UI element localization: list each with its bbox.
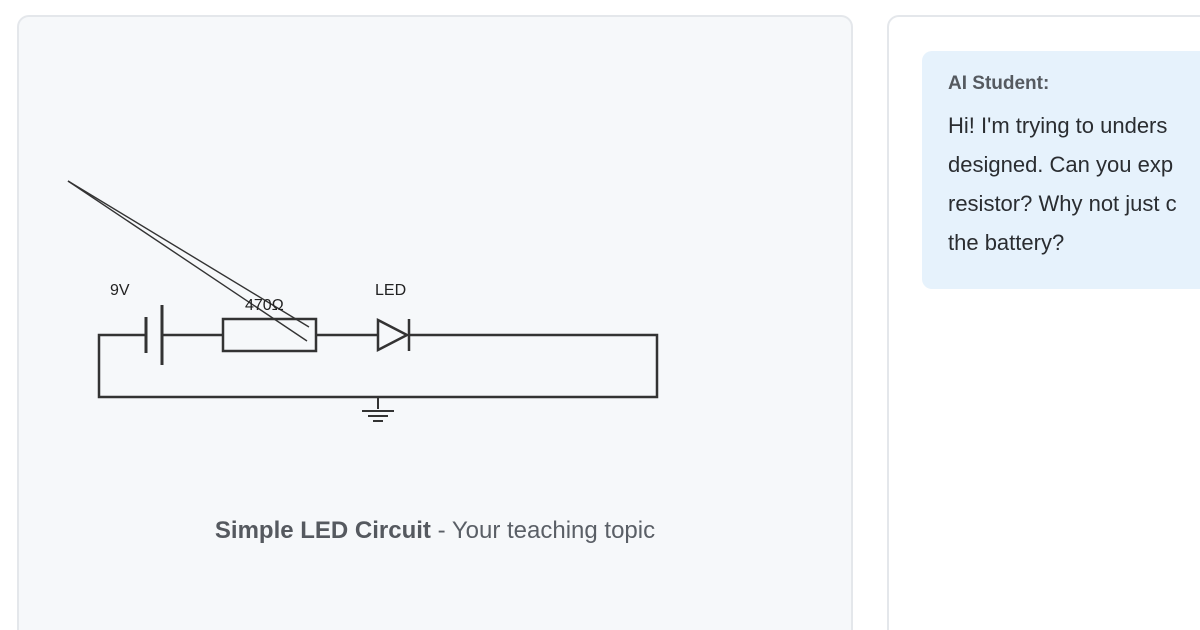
ai-student-message: AI Student: Hi! I'm trying to unders des…: [922, 51, 1200, 289]
message-text: Hi! I'm trying to unders designed. Can y…: [948, 106, 1200, 262]
battery-symbol: [144, 305, 164, 365]
resistor-label: 470Ω: [245, 297, 284, 314]
diagram-panel: 9V 470Ω LED Simple LED Circuit - Your te…: [17, 15, 853, 630]
annotation-line: [67, 180, 308, 342]
caption-separator: -: [430, 517, 452, 544]
led-symbol: [376, 317, 411, 353]
message-sender: AI Student:: [948, 73, 1050, 94]
message-line: Hi! I'm trying to unders: [948, 113, 1168, 138]
annotation-line: [67, 180, 310, 328]
message-line: designed. Can you exp: [948, 152, 1174, 177]
resistor-symbol: [221, 317, 318, 353]
circuit-diagram: 9V 470Ω LED: [67, 180, 659, 422]
topic-suffix: Your teaching topic: [451, 517, 656, 544]
message-line: the battery?: [948, 230, 1065, 255]
message-line: resistor? Why not just c: [948, 191, 1177, 216]
chat-panel: AI Student: Hi! I'm trying to unders des…: [887, 15, 1200, 630]
diagram-caption: Simple LED Circuit - Your teaching topic: [19, 517, 851, 545]
ground-symbol: [362, 397, 394, 422]
topic-name: Simple LED Circuit: [214, 517, 431, 544]
battery-label: 9V: [110, 282, 130, 299]
led-label: LED: [375, 282, 406, 299]
